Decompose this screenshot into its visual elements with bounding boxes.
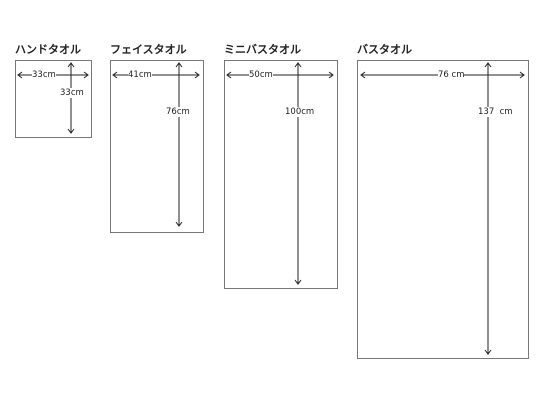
height-label: 33cm — [60, 88, 84, 98]
towel-outline — [224, 60, 338, 289]
towel-title: フェイスタオル — [110, 43, 187, 56]
width-label: 41cm — [128, 70, 152, 80]
height-label: 100cm — [285, 107, 315, 117]
height-label: 76cm — [166, 107, 190, 117]
towel-title: バスタオル — [357, 43, 412, 56]
towel-outline — [15, 60, 92, 138]
towel-outline — [110, 60, 204, 233]
towel-title: ハンドタオル — [15, 43, 81, 56]
width-label: 33cm — [32, 70, 56, 80]
towel-title: ミニバスタオル — [224, 43, 301, 56]
height-label: 137 cm — [478, 107, 513, 117]
width-label: 50cm — [249, 70, 273, 80]
width-label: 76 cm — [438, 70, 465, 80]
